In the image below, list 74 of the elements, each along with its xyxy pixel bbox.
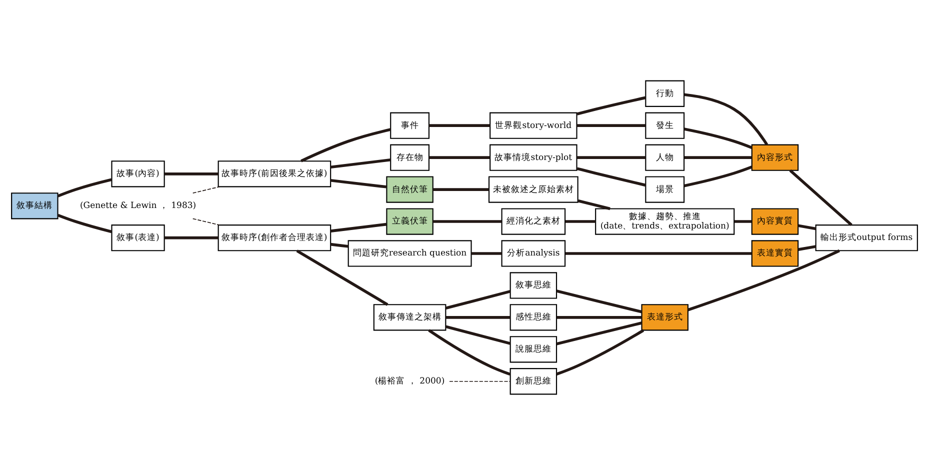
node-box: 未被敘述之原始素材 [488, 176, 578, 203]
node-box: 故事情境story-plot [490, 144, 578, 171]
node-box: 敘事時序(創作者合理表達) [218, 224, 332, 252]
connector [688, 249, 840, 312]
connector [576, 156, 646, 159]
connector [57, 214, 112, 234]
node-box: 敘事思維 [510, 272, 558, 299]
node-box: 問題研究research question [348, 240, 472, 267]
node-text: (Genette & Lewin ， 1983) [80, 201, 196, 212]
connector [684, 166, 752, 188]
node-box: 感性思維 [510, 304, 558, 331]
connector [330, 178, 387, 188]
connector [556, 316, 642, 319]
connector [300, 128, 391, 162]
node-box: 表達實質 [751, 240, 799, 267]
connector [684, 128, 752, 149]
connector [446, 316, 510, 319]
node-box: 自然伏筆 [386, 176, 434, 203]
connector [432, 220, 502, 223]
connector [556, 322, 642, 346]
node-box: 敘事傳達之架構 [373, 304, 446, 331]
connector [576, 96, 646, 116]
connector [192, 186, 220, 194]
node-box: 世界觀story-world [490, 112, 578, 139]
node-box: 敘事結構 [11, 192, 58, 220]
node-box: 場景 [645, 176, 685, 203]
connector [576, 167, 646, 187]
connector [57, 178, 112, 198]
connector [296, 250, 388, 306]
connector [556, 290, 642, 314]
node-box: 人物 [645, 144, 685, 171]
node-text: (楊裕富 ， 2000) [374, 376, 445, 387]
connector [684, 93, 768, 146]
connector [164, 172, 218, 176]
node-box: 存在物 [390, 144, 430, 171]
node-box: 輸出形式output forms [815, 224, 918, 252]
node-box: 創新思維 [510, 368, 558, 395]
connector [576, 124, 646, 128]
connector [432, 188, 489, 191]
node-box: 發生 [645, 112, 685, 139]
connector [556, 329, 644, 376]
node-box: 經消化之素材 [501, 208, 566, 235]
connector [330, 158, 390, 169]
connector [428, 329, 511, 376]
node-box: 數據、趨勢、推進 (date、trends、extrapolation) [595, 208, 735, 235]
connector [798, 224, 816, 230]
node-box: 故事(內容) [111, 160, 165, 188]
connector [798, 245, 816, 251]
connector [446, 290, 511, 310]
node-box: 事件 [390, 112, 430, 139]
node-box: 說服思維 [510, 336, 558, 363]
node-box: 立義伏筆 [386, 208, 434, 235]
node-box: 故事時序(前因後果之依據) [218, 160, 332, 188]
connector [164, 236, 218, 240]
connector [449, 380, 511, 382]
connector [734, 220, 752, 223]
connector [192, 218, 220, 226]
connector [565, 252, 752, 255]
connector [471, 252, 502, 255]
connector [446, 325, 511, 345]
connector [429, 156, 490, 159]
connector [578, 199, 610, 210]
node-box: 敘事(表達) [111, 224, 165, 252]
connector [429, 124, 490, 128]
node-box: 分析analysis [501, 240, 566, 267]
connector [684, 156, 752, 159]
connector [789, 169, 852, 226]
connector [565, 220, 596, 223]
node-box: 內容形式 [751, 144, 799, 171]
node-box: 表達形式 [641, 304, 688, 331]
node-box: 行動 [645, 80, 685, 107]
connector [330, 242, 348, 248]
node-box: 內容實質 [751, 208, 799, 235]
connector [330, 222, 387, 232]
